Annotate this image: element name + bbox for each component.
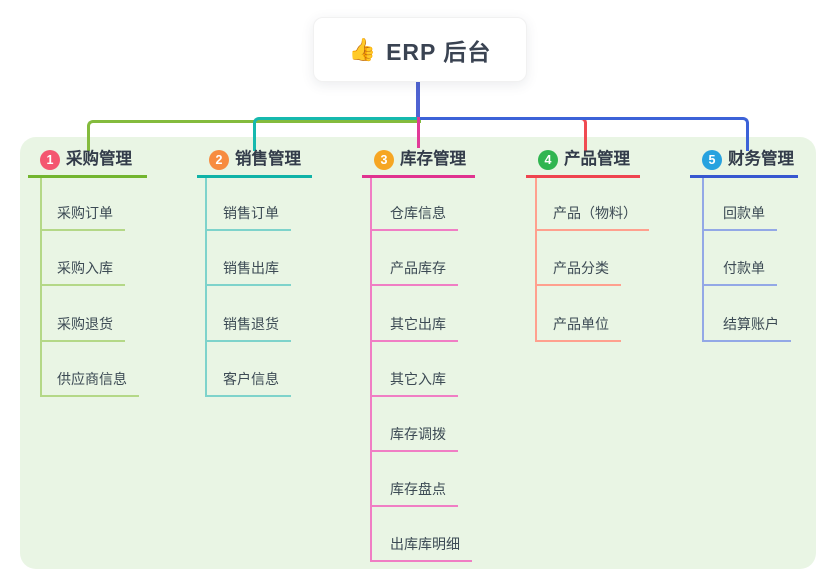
tree-item[interactable]: 产品（物料） (535, 204, 649, 231)
tree-item[interactable]: 库存盘点 (370, 480, 458, 507)
tree-item[interactable]: 供应商信息 (40, 370, 139, 397)
tree-item[interactable]: 仓库信息 (370, 204, 458, 231)
tree-item[interactable]: 销售订单 (205, 204, 291, 231)
canvas-panel (20, 137, 816, 569)
branch-badge: 3 (374, 149, 394, 170)
branch-label: 销售管理 (235, 150, 301, 168)
tree-item[interactable]: 采购订单 (40, 204, 125, 231)
connector-branch-sales (253, 117, 421, 151)
tree-item[interactable]: 其它入库 (370, 370, 458, 397)
tree-item[interactable]: 客户信息 (205, 370, 291, 397)
branch-label: 产品管理 (564, 150, 630, 168)
tree-item[interactable]: 其它出库 (370, 315, 458, 342)
branch-badge: 1 (40, 149, 60, 170)
tree-item[interactable]: 销售出库 (205, 259, 291, 286)
branch-child-line (370, 177, 372, 562)
branch-badge: 5 (702, 149, 722, 170)
root-node[interactable]: 👍 ERP 后台 (313, 17, 527, 82)
branch-header-sales[interactable]: 2 销售管理 (197, 148, 312, 178)
tree-item[interactable]: 结算账户 (702, 315, 791, 342)
branch-child-line (702, 177, 704, 342)
branch-header-inventory[interactable]: 3 库存管理 (362, 148, 475, 178)
connector-trunk (416, 80, 420, 120)
branch-label: 采购管理 (66, 150, 132, 168)
tree-item[interactable]: 产品单位 (535, 315, 621, 342)
tree-item[interactable]: 销售退货 (205, 315, 291, 342)
branch-header-product[interactable]: 4 产品管理 (526, 148, 640, 178)
branch-child-line (205, 177, 207, 397)
branch-header-finance[interactable]: 5 财务管理 (690, 148, 798, 178)
tree-item[interactable]: 出库库明细 (370, 535, 472, 562)
tree-item[interactable]: 库存调拨 (370, 425, 458, 452)
branch-header-purchase[interactable]: 1 采购管理 (28, 148, 147, 178)
connector-branch-finance (418, 117, 749, 151)
tree-item[interactable]: 付款单 (702, 259, 777, 286)
tree-item[interactable]: 产品分类 (535, 259, 621, 286)
thumbs-up-icon: 👍 (348, 36, 377, 62)
branch-badge: 4 (538, 149, 558, 170)
tree-item[interactable]: 回款单 (702, 204, 777, 231)
connector-branch-inventory (417, 117, 420, 148)
root-title: ERP 后台 (386, 38, 492, 65)
branch-label: 库存管理 (400, 150, 466, 168)
branch-child-line (535, 177, 537, 342)
branch-badge: 2 (209, 149, 229, 170)
tree-item[interactable]: 采购退货 (40, 315, 125, 342)
tree-item[interactable]: 产品库存 (370, 259, 458, 286)
branch-child-line (40, 177, 42, 397)
branch-label: 财务管理 (728, 150, 794, 168)
tree-item[interactable]: 采购入库 (40, 259, 125, 286)
